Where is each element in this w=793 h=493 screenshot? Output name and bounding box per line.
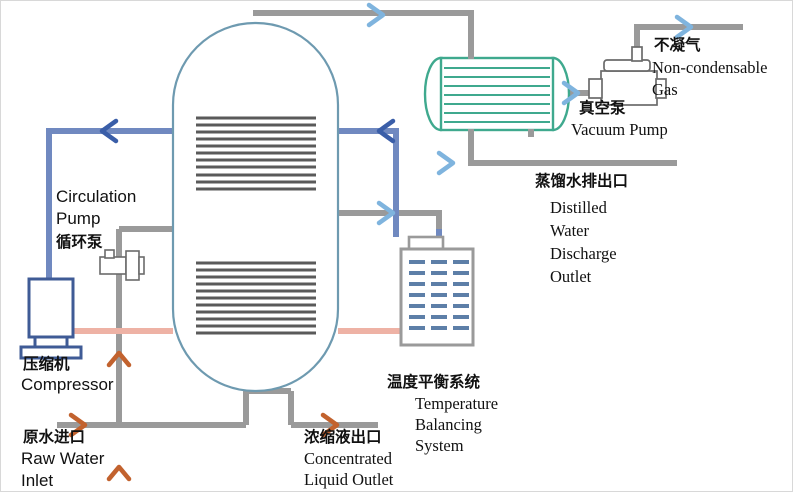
raw-water-inlet-label-en-line2: Inlet <box>21 471 54 490</box>
temp-balance-label-en-line2: Balancing <box>415 415 482 434</box>
temp-balance-label-en-line3: System <box>415 436 464 455</box>
non-condensable-gas-label-cn: 不凝气 <box>654 36 701 54</box>
concentrated-outlet-label-en-line1: Concentrated <box>304 449 392 468</box>
temp-balance-label-cn: 温度平衡系统 <box>387 373 481 391</box>
pipe-compressor-suction <box>46 128 173 279</box>
distilled-water-label-en-line4: Outlet <box>550 267 592 286</box>
pipe-vapor-to-condenser <box>253 10 474 59</box>
distilled-water-label-en-line1: Distilled <box>550 198 607 217</box>
distilled-water-label-cn: 蒸馏水排出口 <box>535 172 629 190</box>
temp-balance-shape <box>399 235 475 347</box>
arrow-compressor-suction <box>99 118 119 144</box>
arrow-raw-water-inlet <box>68 412 88 438</box>
concentrated-outlet-label-en-line2: Liquid Outlet <box>304 470 394 489</box>
compressor-label-cn: 压缩机 <box>23 355 70 373</box>
circulation-pump-label-en-line2: Pump <box>56 209 101 228</box>
compressor-shape <box>19 277 83 360</box>
vacuum-pump-shape <box>588 46 667 106</box>
arrow-to-vacuum-pump <box>561 80 581 106</box>
circulation-pump-label-en-line1: Circulation <box>56 187 137 206</box>
non-condensable-gas-label-en-line2: Gas <box>652 80 678 99</box>
pipe-vapor-right-return <box>338 128 399 237</box>
pipe-distilled-water-discharge <box>468 129 677 166</box>
concentrated-outlet-label-cn: 浓缩液出口 <box>304 428 382 446</box>
blue-pipe-group <box>46 128 442 279</box>
upper-tube-bundle <box>196 116 316 191</box>
arrow-to-temp-balance <box>376 200 396 226</box>
arrow-vapor-to-condenser <box>366 2 386 28</box>
arrow-vapor-right-return <box>376 118 396 144</box>
arrow-non-condensable-gas <box>674 14 694 40</box>
circulation-pump-shape <box>99 249 145 281</box>
distilled-water-label-en-line3: Discharge <box>550 244 617 263</box>
arrow-distilled-discharge <box>436 150 456 176</box>
evaporator-vessel-shape <box>171 21 340 393</box>
temp-balance-dashes <box>409 260 469 330</box>
lower-tube-bundle <box>196 261 316 335</box>
vacuum-pump-label-en: Vacuum Pump <box>571 120 668 139</box>
raw-water-inlet-label-en-line1: Raw Water <box>21 449 105 468</box>
condenser-shape <box>423 53 571 137</box>
non-condensable-gas-label-en-line1: Non-condensable <box>652 58 768 77</box>
flow-arrows <box>68 2 694 482</box>
temp-balance-label-en-line1: Temperature <box>415 394 499 413</box>
arrow-bottom-riser <box>106 464 132 482</box>
raw-water-inlet-label-cn: 原水进口 <box>23 428 86 446</box>
arrow-raw-water-riser <box>106 350 132 368</box>
arrow-concentrated-outlet <box>320 412 340 438</box>
circulation-pump-label-cn: 循环泵 <box>56 233 103 251</box>
condenser-tubes <box>444 67 550 123</box>
pipe-non-condensable-gas <box>634 24 743 47</box>
distilled-water-label-en-line2: Water <box>550 221 589 240</box>
compressor-label-en: Compressor <box>21 375 114 394</box>
vacuum-pump-label-cn: 真空泵 <box>579 99 626 117</box>
